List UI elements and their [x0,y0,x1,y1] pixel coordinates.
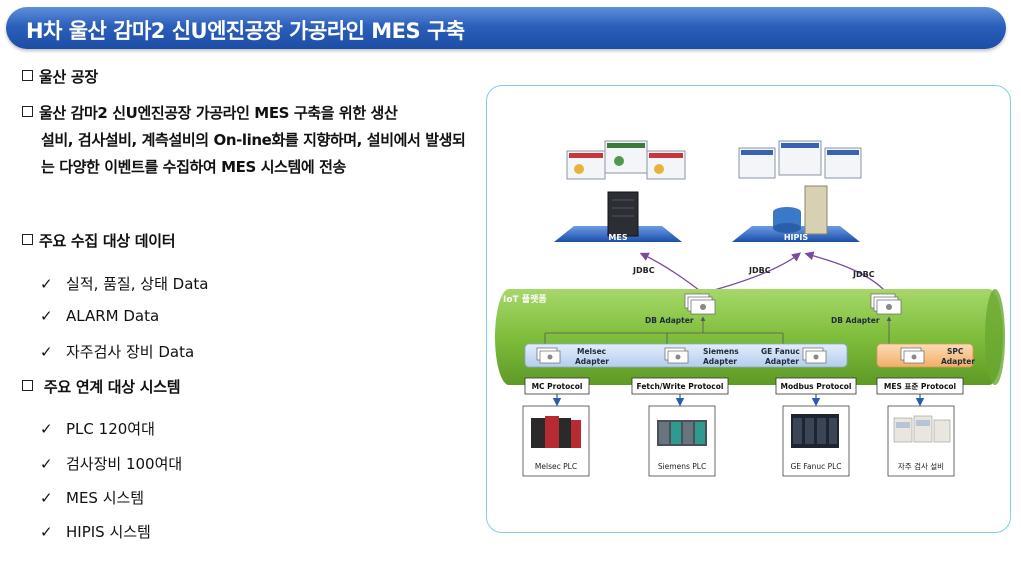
jdbc-link-hipis-2 [804,251,888,294]
list-item: ✓ MES 시스템 [40,487,144,508]
mes-server-icon [607,191,639,237]
hipis-screens [738,140,862,179]
siemens-adapter-icon [664,347,689,364]
title-bar: H차 울산 감마2 신U엔진공장 가공라인 MES 구축 [6,7,1006,49]
device-label: Siemens PLC [658,462,706,471]
mes-screens [566,140,686,180]
architecture-diagram: MES HIPIS JDBC JDBC JDBC IoT 플랫폼 [486,85,1011,533]
check-icon: ✓ [40,489,53,507]
section-title: 주요 연계 대상 시스템 [39,378,181,396]
section-title: 주요 수집 대상 데이터 [39,232,176,250]
section-description: 울산 감마2 신U엔진공장 가공라인 MES 구축을 위한 생산 설비, 검사설… [22,100,470,181]
check-icon: ✓ [40,523,53,541]
section-ulsan: 울산 공장 [22,66,98,87]
adapter-label-line2: Adapter [703,357,737,366]
item-text: HIPIS 시스템 [66,523,151,541]
melsec-plc-icon [531,416,581,448]
item-text: PLC 120여대 [66,420,155,438]
melsec-adapter-icon [536,347,561,364]
jdbc-label: JDBC [748,266,771,275]
mes-label: MES [608,233,627,242]
architecture-svg: MES HIPIS JDBC JDBC JDBC IoT 플랫폼 [495,140,1005,477]
ge-fanuc-plc-icon [791,414,839,448]
checkbox-bullet-icon [22,380,33,391]
item-text: MES 시스템 [66,489,145,507]
device-label: 자주 검사 설비 [898,461,944,471]
list-item: ✓ 자주검사 장비 Data [40,341,194,362]
page-title: H차 울산 감마2 신U엔진공장 가공라인 MES 구축 [26,19,465,43]
check-icon: ✓ [40,307,53,325]
ge-fanuc-adapter-icon [802,347,827,364]
list-item: ✓ 실적, 품질, 상태 Data [40,273,208,294]
item-text: 실적, 품질, 상태 Data [66,275,209,293]
list-item: ✓ 검사장비 100여대 [40,453,182,474]
checkbox-bullet-icon [22,106,33,117]
checkbox-bullet-icon [22,234,33,245]
protocol-label: MC Protocol [532,382,583,391]
section-linked-systems: 주요 연계 대상 시스템 [22,376,181,397]
jdbc-label: JDBC [852,270,875,279]
adapter-label-line2: Adapter [941,357,975,366]
iot-platform-label: IoT 플랫폼 [503,293,547,305]
jdbc-label: JDBC [632,266,655,275]
check-icon: ✓ [40,343,53,361]
adapter-label-line1: GE Fanuc [761,347,800,356]
db-adapter-2 [870,293,902,315]
section-title: 울산 공장 [39,68,98,86]
list-item: ✓ PLC 120여대 [40,418,155,439]
adapter-label-line1: Siemens [703,347,739,356]
device-label: Melsec PLC [535,462,577,471]
db-adapter-1 [684,293,716,315]
list-item: ✓ ALARM Data [40,307,159,325]
hipis-platform [732,226,860,242]
list-item: ✓ HIPIS 시스템 [40,521,151,542]
protocol-label: Fetch/Write Protocol [637,382,724,391]
check-icon: ✓ [40,455,53,473]
inspection-equipment-icon [893,415,951,443]
spc-adapter-icon [900,347,925,364]
adapter-label-line1: SPC [947,347,964,356]
adapter-label-line1: Melsec [577,347,606,356]
iot-platform-bar [495,289,1003,385]
protocol-label: Modbus Protocol [780,382,851,391]
device-label: GE Fanuc PLC [790,462,841,471]
hipis-label: HIPIS [784,233,809,242]
adapter-label-line2: Adapter [765,357,799,366]
db-adapter-label: DB Adapter [831,316,880,325]
checkbox-bullet-icon [22,70,33,81]
check-icon: ✓ [40,275,53,293]
item-text: 검사장비 100여대 [66,455,183,473]
siemens-plc-icon [657,420,707,446]
section-collect-data: 주요 수집 대상 데이터 [22,230,176,251]
protocol-label: MES 표준 Protocol [884,382,956,391]
check-icon: ✓ [40,420,53,438]
hipis-server-icon [804,185,828,235]
item-text: ALARM Data [66,307,160,325]
db-adapter-label: DB Adapter [645,316,694,325]
description-line1: 울산 감마2 신U엔진공장 가공라인 MES 구축을 위한 생산 [39,104,398,122]
adapter-label-line2: Adapter [575,357,609,366]
item-text: 자주검사 장비 Data [66,343,195,361]
description-rest: 설비, 검사설비, 계측설비의 On-line화를 지향하며, 설비에서 발생되… [41,131,466,176]
